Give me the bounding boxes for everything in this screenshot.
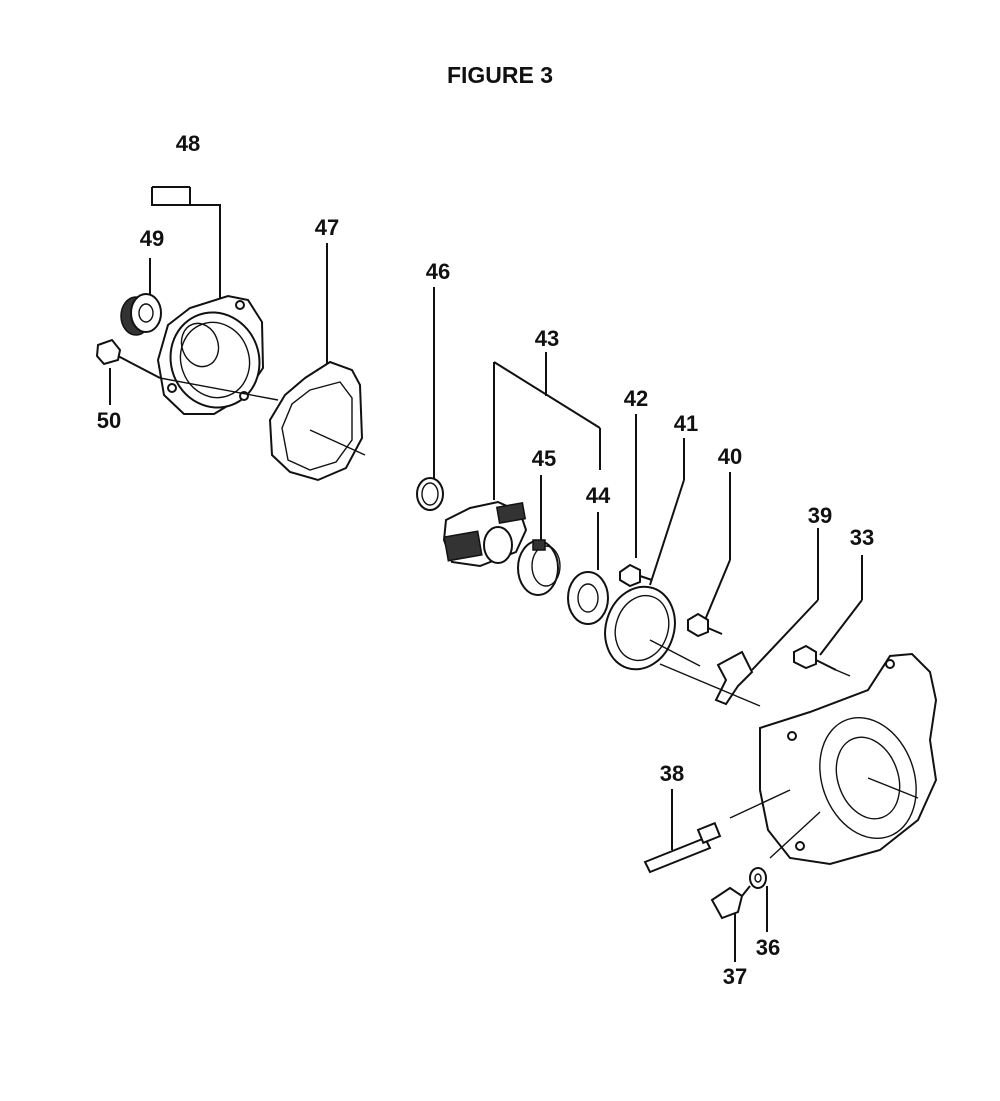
part-39-bracket [714,528,819,706]
label-48: 48 [176,131,200,156]
label-47: 47 [315,215,339,240]
label-37: 37 [723,964,747,989]
part-46-circlip [416,287,444,511]
label-44: 44 [586,483,611,508]
part-50-bolt [95,338,279,405]
label-42: 42 [624,386,648,411]
label-45: 45 [532,446,556,471]
label-33: 33 [850,525,874,550]
label-39: 39 [808,503,832,528]
label-38: 38 [660,761,684,786]
label-46: 46 [426,259,450,284]
figure-title: FIGURE 3 [446,62,554,88]
label-49: 49 [140,226,164,251]
part-40-bolt [687,472,731,638]
label-50: 50 [97,408,121,433]
part-42-bolt [619,414,653,588]
part-47-gasket [268,243,366,482]
part-38-shaft [643,789,821,874]
part-36-washer [749,867,768,932]
part-48-cover [151,186,265,415]
part-45-hub [517,475,561,596]
label-41: 41 [674,411,698,436]
part-41-plate [604,438,701,671]
main-housing [659,652,938,866]
part-49-bearing [120,258,162,336]
clutch-shoes [442,500,528,568]
part-44-washer [567,512,609,625]
label-43: 43 [535,326,559,351]
part-43-clutch-bracket [493,352,601,500]
part-33-bolt [793,555,863,677]
label-36: 36 [756,935,780,960]
part-37-fitting [710,885,751,962]
label-40: 40 [718,444,742,469]
